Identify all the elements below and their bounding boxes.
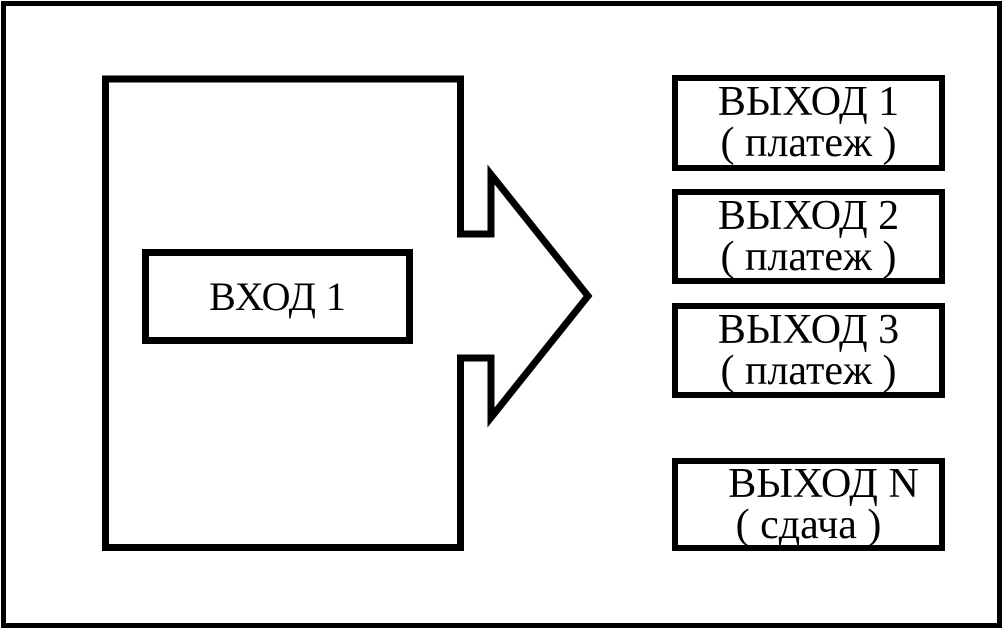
output-box-1-label: ВЫХОД 1	[717, 79, 900, 125]
output-box-2-label: ВЫХОД 2	[717, 192, 900, 239]
output-box-n-label: ВЫХОД N	[728, 460, 919, 507]
output-box-1-sublabel: ( платеж )	[720, 120, 897, 166]
output-box-1: ВЫХОД 1 ( платеж )	[672, 75, 945, 171]
machine-body-and-right-arrow-icon	[102, 75, 593, 551]
output-box-n: ВЫХОД N ( сдача )	[672, 458, 945, 551]
output-box-3-sublabel: ( платеж )	[720, 347, 897, 394]
output-box-n-sublabel: ( сдача )	[735, 501, 882, 548]
input-box-label: ВХОД 1	[209, 273, 346, 319]
output-box-3: ВЫХОД 3 ( платеж )	[672, 303, 945, 398]
output-box-2: ВЫХОД 2 ( платеж )	[672, 189, 945, 284]
input-box: ВХОД 1	[142, 249, 413, 344]
output-box-3-label: ВЫХОД 3	[717, 306, 900, 353]
output-box-2-sublabel: ( платеж )	[720, 233, 897, 280]
